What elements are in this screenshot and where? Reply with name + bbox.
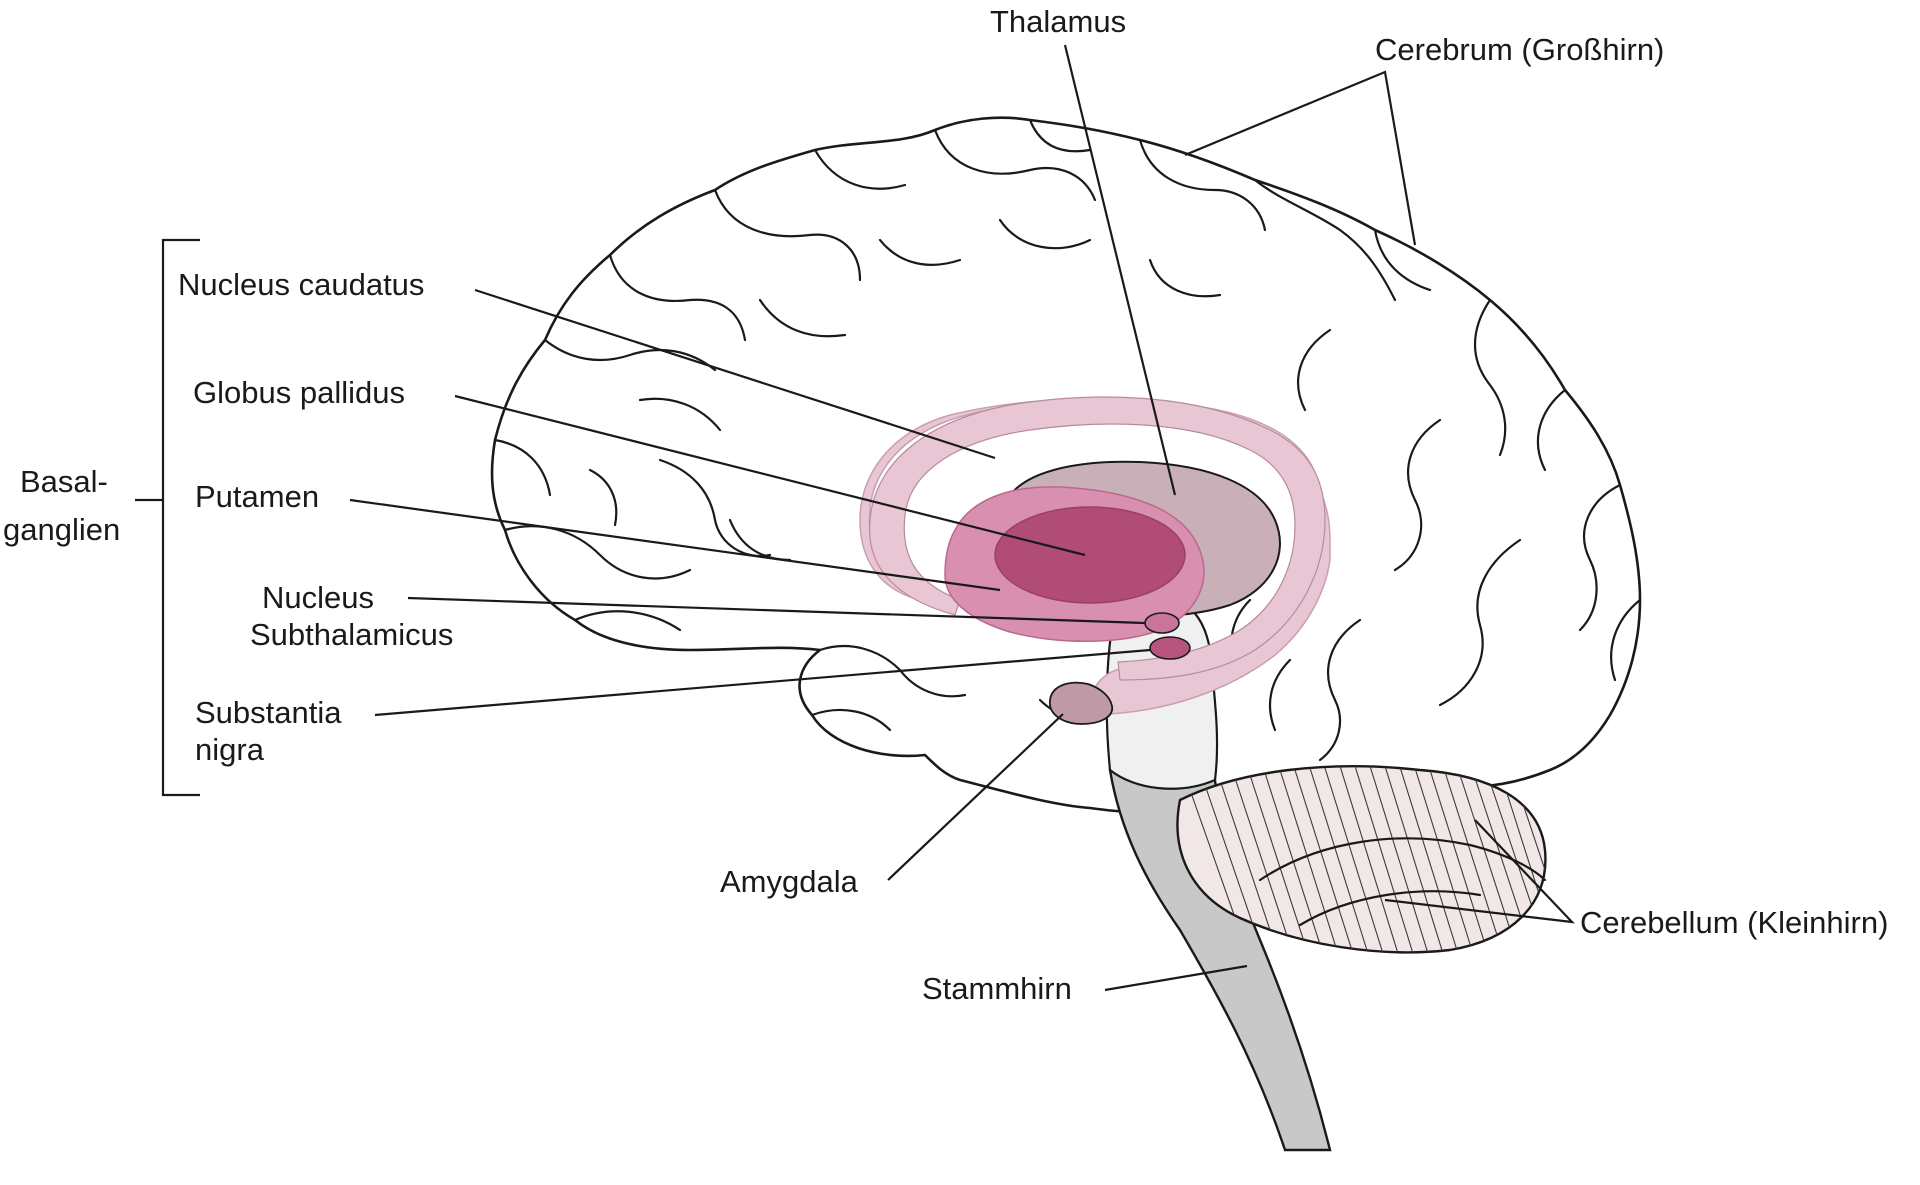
- amygdala: [1049, 681, 1113, 725]
- label-substantia-line2: nigra: [195, 732, 265, 767]
- label-basal-line2: ganglien: [3, 512, 120, 547]
- nucleus-subthalamicus: [1144, 612, 1180, 634]
- nucleus-caudatus-body: [868, 396, 1326, 681]
- labels: Thalamus Cerebrum (Großhirn) Basal- gang…: [3, 4, 1888, 1006]
- label-amygdala: Amygdala: [720, 864, 859, 899]
- leader-putamen: [349, 498, 1001, 592]
- label-nucleus-sub-line2: Subthalamicus: [250, 617, 453, 652]
- leader-cerebrum: [1184, 70, 1417, 246]
- label-substantia-line1: Substantia: [195, 695, 342, 730]
- leader-cerebellum: [1384, 819, 1575, 924]
- basal-ganglia-bracket: [161, 238, 200, 797]
- label-thalamus: Thalamus: [990, 4, 1126, 39]
- leader-stammhirn: [1104, 964, 1248, 992]
- label-nucleus-sub-line1: Nucleus: [262, 580, 374, 615]
- leader-substantia-nigra: [374, 648, 1151, 717]
- globus-pallidus: [994, 506, 1186, 604]
- leader-thalamus: [1063, 44, 1177, 496]
- label-nucleus-caudatus: Nucleus caudatus: [178, 267, 424, 302]
- leader-globus-pallidus: [454, 394, 1086, 557]
- label-cerebellum: Cerebellum (Kleinhirn): [1580, 905, 1888, 940]
- label-stammhirn: Stammhirn: [922, 971, 1072, 1006]
- leader-lines: [135, 44, 1575, 992]
- leader-nucleus-subthalamicus: [407, 596, 1146, 625]
- label-globus-pallidus: Globus pallidus: [193, 375, 405, 410]
- leader-amygdala: [887, 713, 1064, 881]
- substantia-nigra: [1149, 636, 1191, 660]
- label-basal-line1: Basal-: [20, 464, 108, 499]
- label-cerebrum: Cerebrum (Großhirn): [1375, 32, 1664, 67]
- leader-nucleus-caudatus: [474, 288, 996, 460]
- label-putamen: Putamen: [195, 479, 319, 514]
